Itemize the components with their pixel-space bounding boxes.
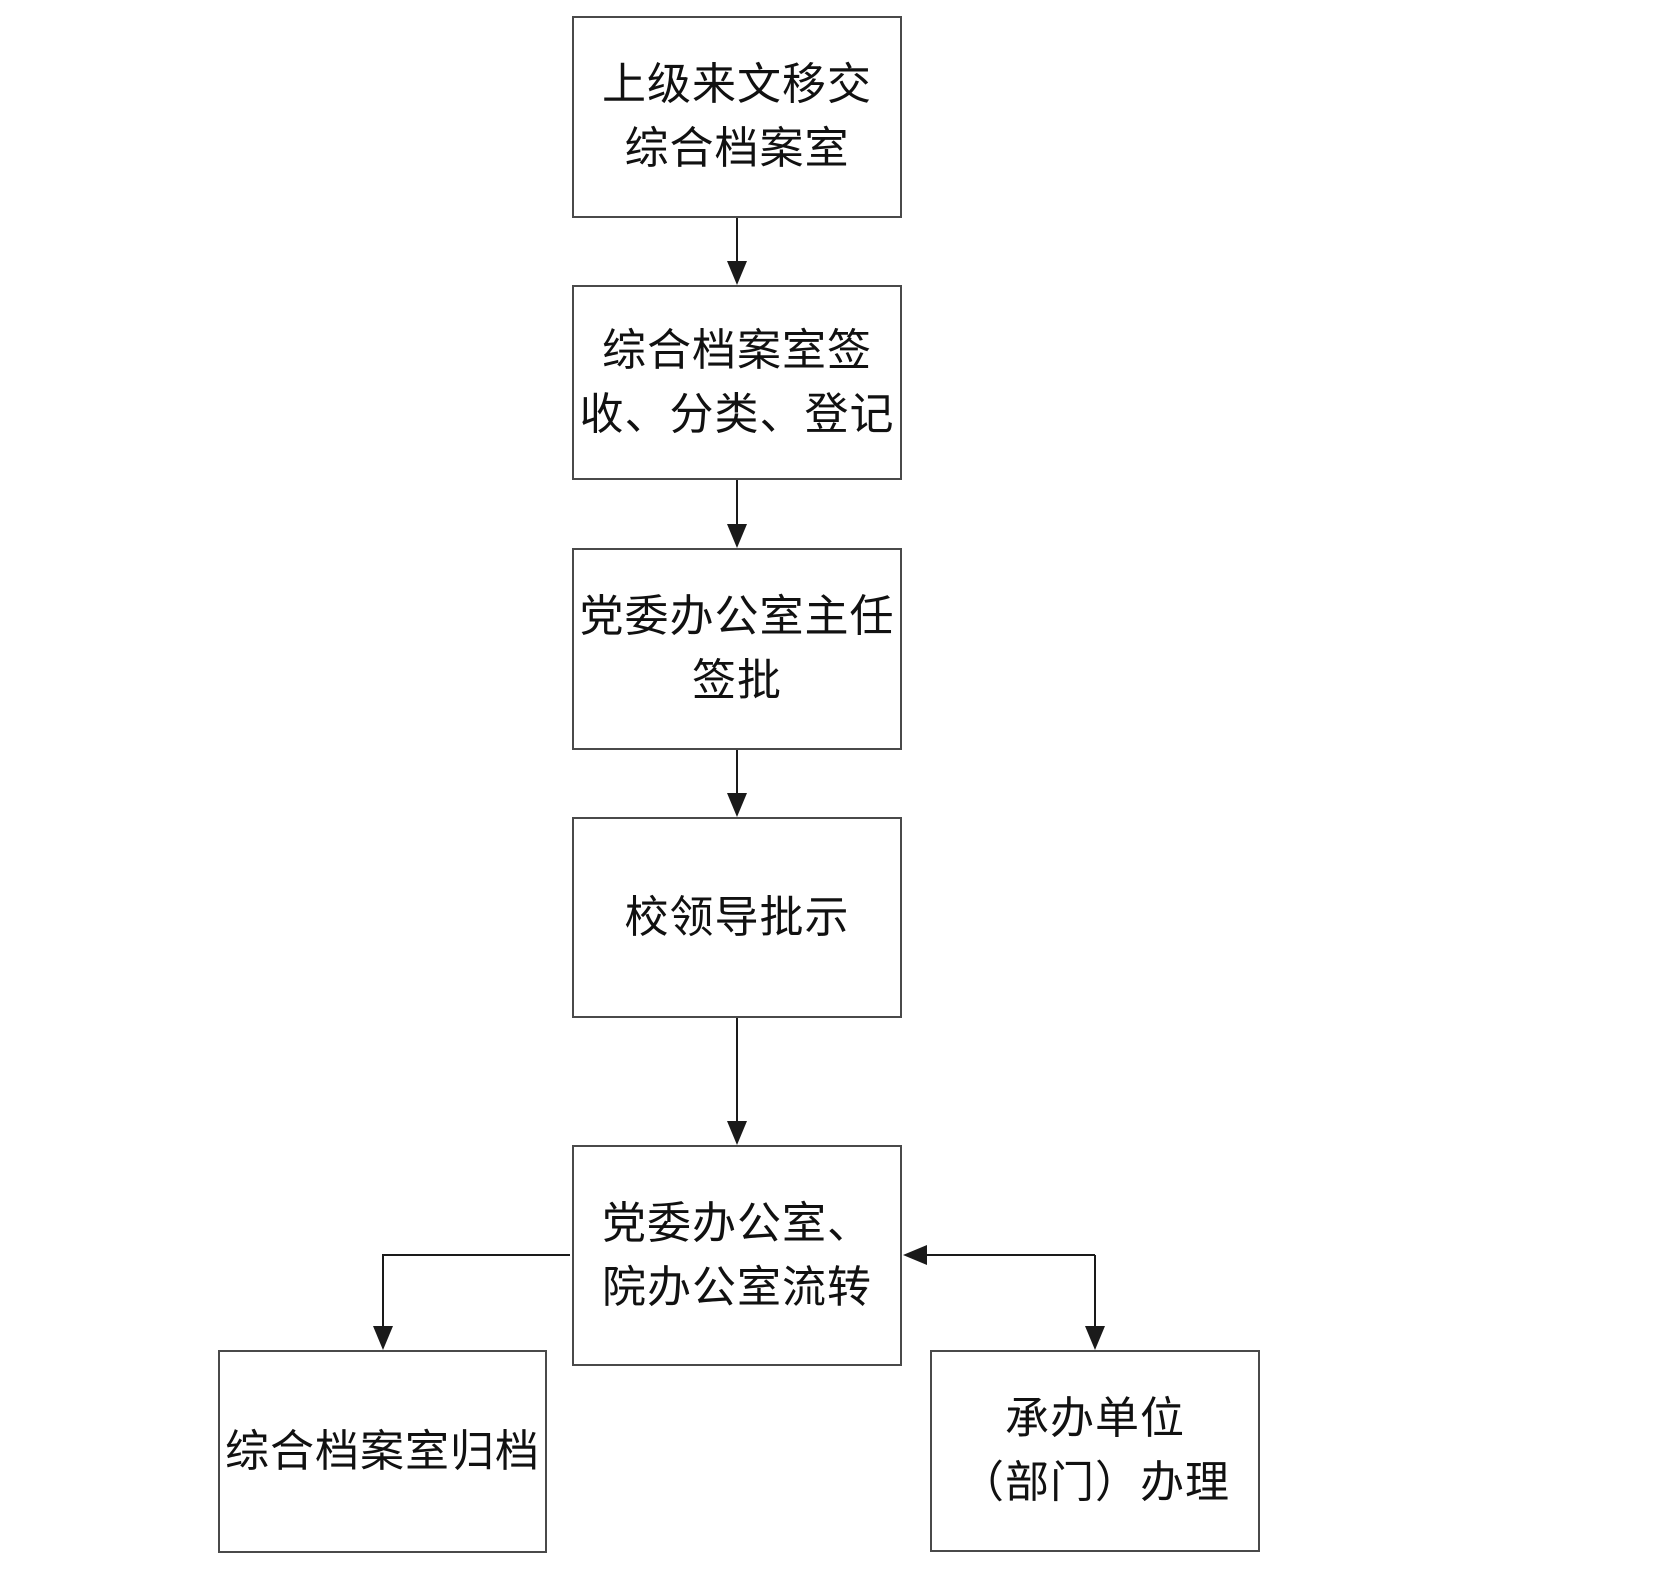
arrow-n3-to-n4 — [727, 750, 747, 817]
arrow-n1-to-n2 — [727, 218, 747, 285]
node-text-line: 签批 — [692, 656, 782, 705]
node-text-line: 综合档案室归档 — [225, 1426, 540, 1476]
node-text-line: 收、分类、登记 — [579, 389, 895, 439]
arrow-n2-to-n3 — [727, 480, 747, 548]
node-text-line: 承办单位 — [1005, 1394, 1185, 1443]
arrow-n4-to-n5 — [727, 1018, 747, 1145]
node-school-leader-instruction: 校领导批示 — [572, 817, 902, 1018]
node-text-line: 党委办公室、 — [602, 1198, 872, 1248]
node-text-line: 院办公室流转 — [602, 1262, 872, 1312]
node-text-line: 党委办公室主任 — [579, 592, 895, 641]
arrow-n5-to-n6 — [373, 1254, 570, 1350]
node-text-line: 综合档案室 — [624, 124, 850, 173]
node-archive-room-filing: 综合档案室归档 — [218, 1350, 547, 1553]
node-superior-document-transfer: 上级来文移交 综合档案室 — [572, 16, 902, 218]
node-handling-unit-processing: 承办单位 （部门）办理 — [930, 1350, 1260, 1552]
node-office-circulation: 党委办公室、 院办公室流转 — [572, 1145, 902, 1366]
arrow-n5-n7-link — [903, 1245, 1105, 1350]
node-text-line: 上级来文移交 — [602, 60, 872, 109]
node-text-line: （部门）办理 — [960, 1458, 1230, 1507]
node-text-line: 校领导批示 — [624, 892, 850, 942]
node-archive-room-receive-classify-register: 综合档案室签 收、分类、登记 — [572, 285, 902, 480]
node-text-line: 综合档案室签 — [602, 325, 872, 375]
node-party-office-director-approval: 党委办公室主任 签批 — [572, 548, 902, 750]
